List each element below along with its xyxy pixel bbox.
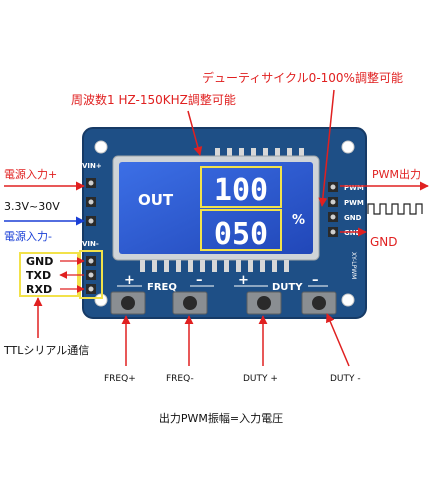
board-freq-label: FREQ — [147, 282, 177, 293]
freq-minus-button[interactable] — [172, 291, 208, 315]
arrow-icon — [187, 110, 203, 156]
board-pin-pwm-1: PWM — [344, 184, 364, 192]
board-pin-gnd-2: GND — [344, 229, 362, 237]
lcd-percent-sign: % — [292, 213, 305, 228]
annotation-gnd: GND — [370, 235, 398, 249]
board-duty-minus-sign: – — [312, 273, 319, 288]
arrow-icon — [326, 313, 350, 367]
power-input-pins — [86, 178, 96, 226]
mounting-hole-icon — [341, 140, 355, 154]
lcd-display: OUT 100 050 % — [112, 155, 320, 261]
board-model-label: XY-LPWM — [350, 252, 357, 279]
annotation-btn-freq-plus: FREQ+ — [104, 374, 136, 384]
lcd-top-value: 100 — [214, 173, 268, 208]
annotation-btn-duty-minus: DUTY - — [330, 374, 361, 384]
duty-plus-button[interactable] — [246, 291, 282, 315]
board-pin-pwm-2: PWM — [344, 199, 364, 207]
annotation-voltage-range: 3.3V~30V — [4, 200, 60, 213]
board-vin-plus: VIN+ — [82, 162, 102, 170]
board-pin-gnd-1: GND — [344, 214, 362, 222]
pwm-output-pins — [328, 182, 338, 237]
annotation-pin-txd: TXD — [26, 269, 51, 282]
annotation-pwm-output: PWM出力 — [372, 167, 421, 181]
board-duty-label: DUTY — [272, 282, 303, 293]
pwm-waveform-icon — [367, 203, 423, 215]
annotation-power-minus: 電源入力- — [4, 229, 52, 243]
lcd-bottom-value-box — [200, 209, 282, 251]
annotation-btn-duty-plus: DUTY + — [243, 374, 278, 384]
annotation-duty-range: デューティサイクル0-100%調整可能 — [202, 70, 403, 85]
annotation-pin-rxd: RXD — [26, 283, 52, 296]
freq-plus-button[interactable] — [110, 291, 146, 315]
ttl-pins — [86, 256, 96, 294]
mounting-hole-icon — [341, 293, 355, 307]
lcd-bottom-pins — [140, 260, 289, 272]
board-duty-plus-sign: + — [238, 273, 249, 288]
lcd-top-value-box — [200, 166, 282, 208]
annotation-ttl-serial: TTLシリアル通信 — [3, 344, 89, 357]
annotation-pin-gnd: GND — [26, 255, 53, 268]
arrow-icon — [318, 89, 335, 207]
mounting-hole-icon — [94, 140, 108, 154]
duty-minus-button[interactable] — [301, 291, 337, 315]
board-freq-plus-sign: + — [124, 273, 135, 288]
board-freq-minus-sign: – — [196, 273, 203, 288]
lcd-out-label: OUT — [138, 191, 174, 209]
board-vin-minus: VIN- — [82, 240, 99, 248]
lcd-bottom-value: 050 — [214, 217, 268, 252]
lcd-top-pins — [215, 148, 304, 160]
annotation-freq-range: 周波数1 HZ-150KHZ調整可能 — [71, 92, 236, 107]
annotation-power-plus: 電源入力+ — [4, 167, 57, 181]
annotation-amplitude-note: 出力PWM振幅=入力電圧 — [159, 411, 283, 425]
annotation-btn-freq-minus: FREQ- — [166, 374, 194, 384]
